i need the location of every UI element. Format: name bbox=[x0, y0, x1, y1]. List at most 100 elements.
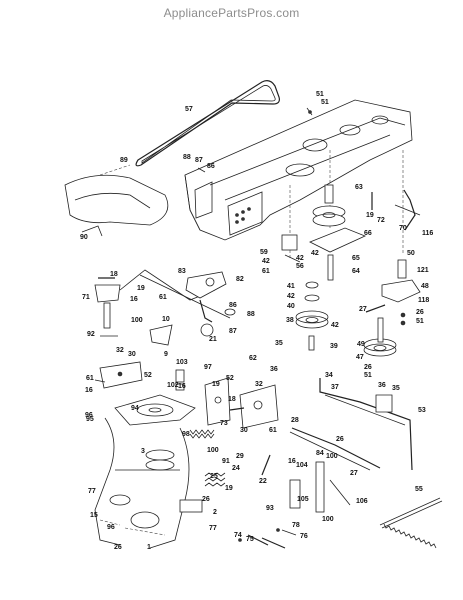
callout-label: 1 bbox=[147, 544, 151, 551]
bolt-hardware-top-drawing bbox=[197, 107, 313, 173]
callout-label: 38 bbox=[286, 317, 294, 324]
callout-label: 87 bbox=[229, 328, 237, 335]
callout-label: 86 bbox=[207, 163, 215, 170]
callout-label: 30 bbox=[128, 351, 136, 358]
callout-label: 2 bbox=[213, 509, 217, 516]
callout-label: 18 bbox=[228, 396, 236, 403]
callout-label: 27 bbox=[359, 306, 367, 313]
callout-label: 74 bbox=[234, 532, 242, 539]
callout-label: 76 bbox=[300, 533, 308, 540]
callout-label: 96 bbox=[107, 524, 115, 531]
callout-label: 26 bbox=[202, 496, 210, 503]
callout-label: 37 bbox=[331, 384, 339, 391]
callout-label: 42 bbox=[262, 258, 270, 265]
idler-pulley-center-drawing bbox=[281, 234, 334, 351]
callout-label: 51 bbox=[364, 372, 372, 379]
spring-drawing-25 bbox=[204, 472, 226, 487]
callout-label: 15 bbox=[90, 512, 98, 519]
callout-label: 56 bbox=[296, 263, 304, 270]
callout-label: 22 bbox=[259, 478, 267, 485]
callout-label: 3 bbox=[141, 448, 145, 455]
callout-label: 36 bbox=[378, 382, 386, 389]
callout-label: 26 bbox=[336, 436, 344, 443]
callout-label: 36 bbox=[270, 366, 278, 373]
callout-label: 104 bbox=[296, 462, 308, 469]
spring-drawing-92 bbox=[189, 429, 215, 439]
callout-label: 96 bbox=[85, 412, 93, 419]
callout-label: 95 bbox=[86, 416, 94, 423]
callout-label: 86 bbox=[229, 302, 237, 309]
callout-label: 82 bbox=[236, 276, 244, 283]
callout-label: 72 bbox=[377, 217, 385, 224]
callout-label: 88 bbox=[247, 311, 255, 318]
callout-label: 103 bbox=[176, 359, 188, 366]
callout-label: 25 bbox=[210, 473, 218, 480]
callout-label: 63 bbox=[355, 184, 363, 191]
callout-label: 42 bbox=[287, 293, 295, 300]
tractor-frame-drawing bbox=[184, 99, 413, 260]
callout-label: 61 bbox=[262, 268, 270, 275]
callout-label: 26 bbox=[114, 544, 122, 551]
drive-belt-drawing bbox=[135, 80, 280, 167]
callout-label: 91 bbox=[222, 458, 230, 465]
callout-label: 35 bbox=[275, 340, 283, 347]
callout-label: 75 bbox=[246, 536, 254, 543]
callout-label: 16 bbox=[288, 458, 296, 465]
engine-pulley-drawing bbox=[309, 184, 421, 253]
callout-label: 87 bbox=[195, 157, 203, 164]
callout-label: 41 bbox=[287, 283, 295, 290]
callout-label: 42 bbox=[311, 250, 319, 257]
callout-label: 65 bbox=[352, 255, 360, 262]
callout-label: 83 bbox=[178, 268, 186, 275]
callout-label: 92 bbox=[87, 331, 95, 338]
callout-label: 26 bbox=[364, 364, 372, 371]
callout-label: 47 bbox=[356, 354, 364, 361]
callout-label: 26 bbox=[416, 309, 424, 316]
callout-label: 16 bbox=[85, 387, 93, 394]
callout-label: 118 bbox=[418, 297, 429, 304]
callout-label: 51 bbox=[321, 99, 329, 106]
callout-label: 16 bbox=[130, 296, 138, 303]
callout-label: 93 bbox=[266, 505, 274, 512]
hood-bracket-drawing bbox=[64, 164, 169, 237]
callout-label: 52 bbox=[144, 372, 152, 379]
callout-label: 19 bbox=[137, 285, 145, 292]
callout-label: 116 bbox=[422, 230, 433, 237]
callout-label: 89 bbox=[120, 157, 128, 164]
long-spring-drawing bbox=[379, 497, 443, 549]
callout-label: 32 bbox=[255, 381, 263, 388]
callout-label: 9 bbox=[164, 351, 168, 358]
callout-label: 18 bbox=[110, 271, 118, 278]
callout-label: 49 bbox=[357, 341, 365, 348]
callout-label: 51 bbox=[416, 318, 424, 325]
transaxle-drawing bbox=[94, 394, 226, 549]
callout-label: 121 bbox=[417, 267, 429, 274]
callout-label: 100 bbox=[131, 317, 143, 324]
callout-label: 52 bbox=[226, 375, 234, 382]
callout-label: 73 bbox=[220, 420, 228, 427]
callout-label: 84 bbox=[316, 450, 324, 457]
callout-label: 88 bbox=[183, 154, 191, 161]
callout-label: 94 bbox=[131, 405, 139, 412]
callout-label: 10 bbox=[162, 316, 170, 323]
callout-label: 27 bbox=[350, 470, 358, 477]
brake-plates-drawing bbox=[204, 377, 279, 429]
hardware-drawing bbox=[238, 454, 297, 549]
callout-label: 39 bbox=[330, 343, 338, 350]
callout-label: 28 bbox=[291, 417, 299, 424]
callout-label: 62 bbox=[249, 355, 257, 362]
callout-label: 106 bbox=[356, 498, 368, 505]
callout-label: 30 bbox=[240, 427, 248, 434]
shift-linkage-left-drawing bbox=[94, 361, 185, 391]
callout-label: 19 bbox=[225, 485, 233, 492]
callout-label: 59 bbox=[260, 249, 268, 256]
callout-label: 100 bbox=[207, 447, 219, 454]
callout-label: 19 bbox=[366, 212, 374, 219]
callout-label: 77 bbox=[88, 488, 96, 495]
callout-label: 66 bbox=[364, 230, 372, 237]
callout-label: 29 bbox=[236, 453, 244, 460]
callout-label: 100 bbox=[322, 516, 334, 523]
callout-label: 42 bbox=[296, 255, 304, 262]
